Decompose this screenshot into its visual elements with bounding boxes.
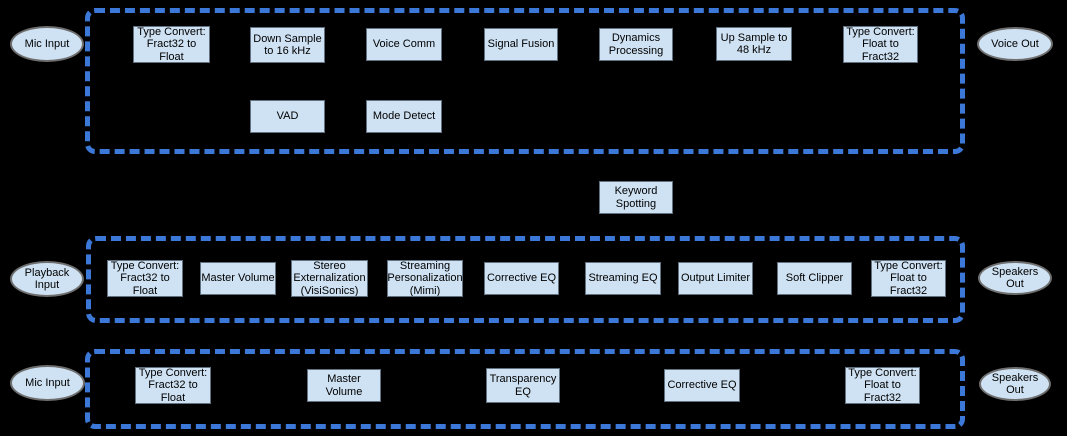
block-signal-fusion: Signal Fusion	[484, 28, 558, 61]
block-type-convert-fract32-to-float-passthrough: Type Convert: Fract32 to Float	[135, 367, 211, 404]
block-voice-comm: Voice Comm	[366, 28, 442, 61]
block-type-convert-float-to-fract32-passthrough: Type Convert: Float to Fract32	[845, 367, 920, 404]
block-dynamics-processing: Dynamics Processing	[599, 28, 673, 61]
block-streaming-eq: Streaming EQ	[585, 262, 661, 295]
block-type-convert-fract32-to-float-playback: Type Convert: Fract32 to Float	[107, 260, 183, 297]
block-vad: VAD	[250, 100, 325, 133]
node-speakers-out-passthrough: Speakers Out	[979, 367, 1051, 401]
block-type-convert-fract32-to-float-voice: Type Convert: Fract32 to Float	[133, 26, 210, 63]
block-master-volume-passthrough: Master Volume	[307, 369, 381, 402]
block-type-convert-float-to-fract32-voice: Type Convert: Float to Fract32	[843, 26, 918, 63]
block-mode-detect: Mode Detect	[366, 100, 442, 133]
block-up-sample-48khz: Up Sample to 48 kHz	[716, 27, 792, 61]
block-keyword-spotting: Keyword Spotting	[599, 181, 673, 214]
node-mic-input-passthrough: Mic Input	[10, 365, 85, 401]
block-down-sample-16khz: Down Sample to 16 kHz	[250, 27, 325, 63]
node-mic-input-voice: Mic Input	[10, 26, 84, 62]
playback-pipeline-box	[86, 236, 965, 323]
block-corrective-eq-playback: Corrective EQ	[484, 262, 559, 295]
block-transparency-eq: Transparency EQ	[486, 368, 560, 403]
block-corrective-eq-passthrough: Corrective EQ	[664, 369, 740, 402]
node-voice-out: Voice Out	[977, 27, 1053, 61]
block-soft-clipper: Soft Clipper	[777, 262, 852, 295]
mic-passthrough-pipeline-box	[85, 349, 965, 429]
block-master-volume-playback: Master Volume	[200, 262, 276, 295]
block-output-limiter: Output Limiter	[678, 262, 753, 295]
node-speakers-out-playback: Speakers Out	[978, 261, 1052, 295]
block-type-convert-float-to-fract32-playback: Type Convert: Float to Fract32	[871, 260, 946, 297]
node-playback-input: Playback Input	[10, 261, 84, 297]
block-streaming-personalization-mimi: Streaming Personalization (Mimi)	[387, 260, 463, 297]
voice-pipeline-box	[85, 8, 965, 154]
block-stereo-externalization-visisonics: Stereo Externalization (VisiSonics)	[291, 260, 368, 297]
